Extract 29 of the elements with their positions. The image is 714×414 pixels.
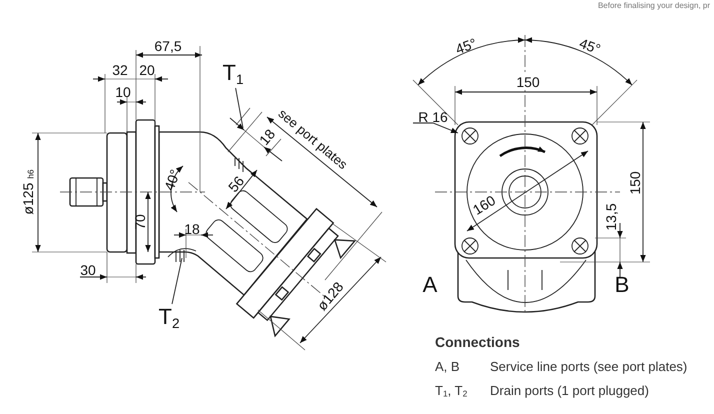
port-label: A	[422, 274, 438, 296]
dimension-value: 20	[139, 63, 155, 77]
port-label: T$_{1}$	[222, 62, 244, 86]
dimension-value: 18	[184, 222, 200, 236]
table-text: T$_{1}$, T$_{2}$	[435, 384, 468, 399]
table-text: Drain ports (1 port plugged)	[490, 384, 649, 398]
header-note: Before finalising your design, pr	[598, 2, 710, 11]
dimension-value: 45°	[454, 36, 478, 56]
table-text: A, B	[435, 360, 460, 374]
dimension-value: 150	[628, 171, 642, 195]
dimension-value: 56	[226, 174, 246, 194]
dimension-value: 70	[133, 214, 147, 230]
dimension-value: 30	[80, 263, 96, 277]
dimension-value: 40°	[162, 168, 182, 192]
dimension-value: R 16	[418, 110, 448, 124]
section-heading: Connections	[435, 335, 520, 350]
dimension-value: 32	[112, 63, 128, 77]
port-label: B	[614, 274, 630, 296]
dimension-value: 67,5	[154, 39, 182, 53]
table-text: Service line ports (see port plates)	[490, 360, 688, 374]
port-label: T$_{2}$	[158, 306, 180, 330]
leader-line	[235, 88, 244, 128]
dimension-value: 18	[256, 126, 278, 148]
dimension-value: 150	[516, 75, 540, 89]
leader-line	[172, 258, 182, 304]
dimension-value: 10	[115, 85, 131, 99]
dimension-value: 160	[470, 192, 498, 218]
dimension-value: 13,5	[604, 203, 618, 231]
dimension-value: 45°	[578, 36, 602, 56]
